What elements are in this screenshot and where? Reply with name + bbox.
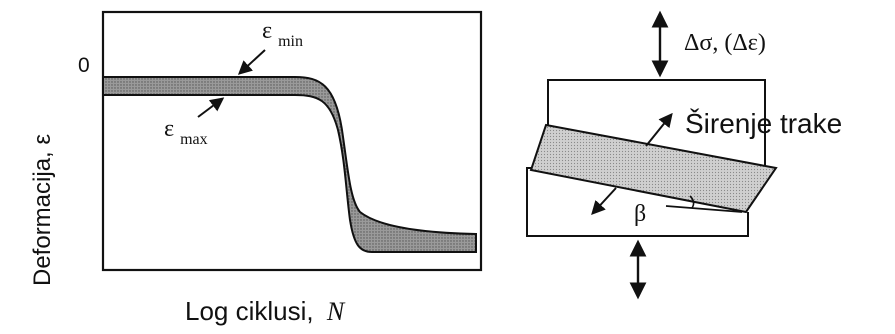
zero-tick-label: 0 (78, 54, 90, 77)
load-label: Δσ, (Δε) (684, 30, 766, 56)
strain-plot: 0 Deformacija, ε Log ciklusi, N ε min ε … (29, 10, 483, 326)
band-label: Širenje trake (685, 108, 842, 139)
angle-reference-line (665, 205, 743, 213)
eps-max-arrow (197, 97, 225, 118)
angle-label: β (634, 201, 646, 227)
eps-max-symbol: ε (164, 116, 174, 142)
eps-min-symbol: ε (262, 18, 272, 44)
eps-min-arrow (237, 49, 266, 75)
specimen-diagram: Δσ, (Δε) β Širenje trake (526, 10, 842, 300)
upper-block (547, 79, 766, 167)
x-axis-label-text: Log ciklusi, (185, 296, 314, 326)
x-axis-label: Log ciklusi, N (185, 296, 346, 326)
eps-max-subscript: max (180, 131, 208, 148)
band-spread-arrow-up (645, 112, 673, 147)
eps-max-label: ε max (164, 116, 208, 148)
y-axis-label: Deformacija, ε (29, 134, 56, 286)
angle-arc (689, 195, 695, 209)
plot-frame (101, 10, 483, 272)
eps-min-label: ε min (262, 18, 303, 50)
eps-min-subscript: min (278, 33, 303, 50)
band-spread-arrow-down (591, 187, 617, 216)
strain-band (102, 76, 477, 253)
x-axis-label-var: N (326, 297, 346, 326)
shear-band (529, 123, 778, 214)
